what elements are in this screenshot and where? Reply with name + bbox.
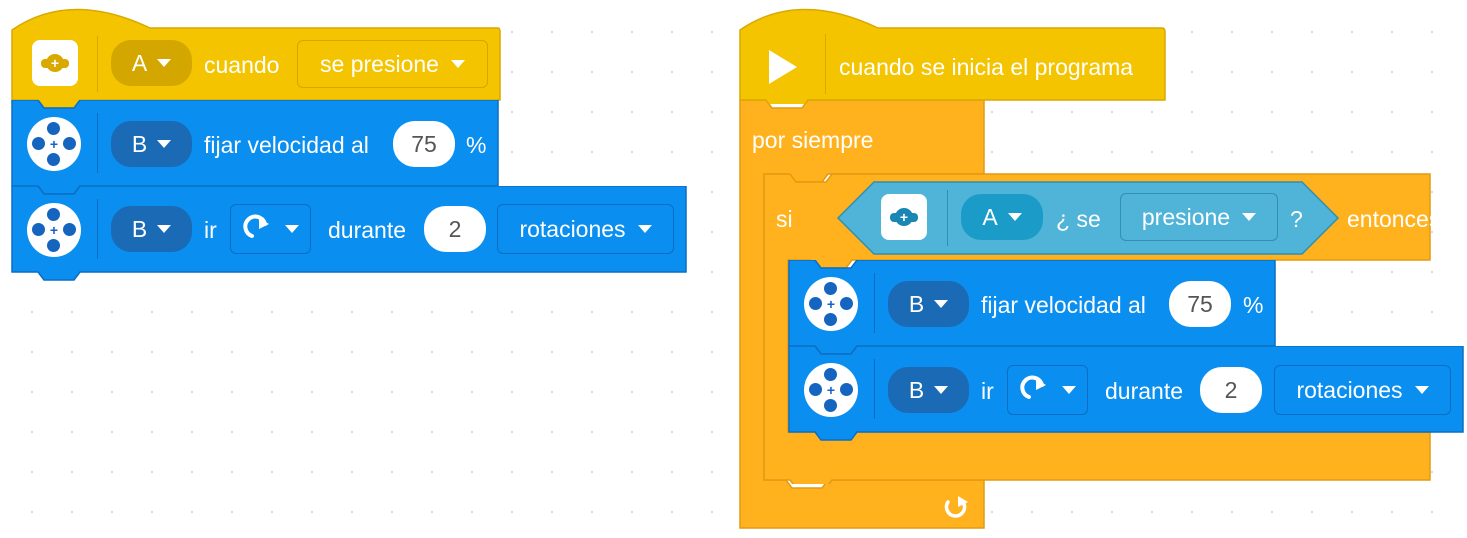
speed-input[interactable]: 75 <box>1169 281 1231 327</box>
port-label: A <box>982 203 998 230</box>
divider <box>97 36 98 92</box>
motor-icon: + <box>804 363 858 417</box>
divider <box>825 34 826 94</box>
port-label: B <box>131 130 148 157</box>
si-label: si <box>776 206 793 232</box>
port-label: B <box>908 290 925 317</box>
unit-label: rotaciones <box>1296 376 1403 403</box>
chevron-down-icon <box>1007 213 1022 221</box>
motor-icon: + <box>27 203 81 257</box>
chevron-down-icon <box>1061 386 1076 394</box>
port-selector[interactable]: A <box>111 40 192 86</box>
start-label: cuando se inicia el programa <box>839 54 1134 80</box>
chevron-down-icon <box>450 60 465 68</box>
divider <box>947 190 948 246</box>
condition-dropdown[interactable]: se presione <box>297 40 488 88</box>
start-hat-shape <box>739 8 1166 104</box>
cuando-label: cuando <box>204 52 280 78</box>
chevron-down-icon <box>157 140 172 148</box>
chevron-down-icon <box>934 386 949 394</box>
force-sensor-icon: + <box>32 40 78 86</box>
chevron-down-icon <box>934 300 949 308</box>
chevron-down-icon <box>284 225 299 233</box>
port-label: B <box>908 376 925 403</box>
port-label: B <box>131 215 148 242</box>
amount-input[interactable]: 2 <box>424 206 486 252</box>
svg-text:+: + <box>51 55 59 71</box>
amount-input[interactable]: 2 <box>1200 367 1262 413</box>
port-selector[interactable]: A <box>961 194 1043 240</box>
motor-icon: + <box>804 277 858 331</box>
divider <box>874 359 875 419</box>
svg-text:+: + <box>900 209 908 225</box>
clockwise-arrow-icon <box>242 214 269 238</box>
percent-label: % <box>1243 292 1264 318</box>
direction-dropdown[interactable] <box>230 204 311 254</box>
divider <box>97 113 98 173</box>
unit-dropdown[interactable]: rotaciones <box>497 204 674 254</box>
port-selector[interactable]: B <box>888 281 969 327</box>
unit-label: rotaciones <box>519 215 626 242</box>
chevron-down-icon <box>1242 213 1257 221</box>
port-selector[interactable]: B <box>888 367 969 413</box>
se-label: ¿ se <box>1056 206 1101 232</box>
speed-input[interactable]: 75 <box>393 121 455 167</box>
ir-label: ir <box>981 378 994 404</box>
loop-arrow-icon <box>944 496 968 518</box>
port-selector[interactable]: B <box>111 121 192 167</box>
motor-icon: + <box>27 117 81 171</box>
durante-label: durante <box>328 217 407 243</box>
set-speed-label: fijar velocidad al <box>204 132 369 158</box>
condition-dropdown[interactable]: presione <box>1120 193 1278 241</box>
question-mark-label: ? <box>1290 206 1303 232</box>
durante-label: durante <box>1105 378 1184 404</box>
clockwise-arrow-icon <box>1019 375 1046 399</box>
port-label: A <box>131 49 148 76</box>
force-sensor-icon: + <box>881 194 927 240</box>
port-selector[interactable]: B <box>111 206 192 252</box>
percent-label: % <box>466 132 487 158</box>
ir-label: ir <box>204 217 217 243</box>
forever-label: por siempre <box>752 127 874 153</box>
unit-dropdown[interactable]: rotaciones <box>1274 365 1451 415</box>
chevron-down-icon <box>1414 386 1429 394</box>
chevron-down-icon <box>157 59 172 67</box>
condition-label: presione <box>1141 203 1231 230</box>
set-speed-label: fijar velocidad al <box>981 292 1146 318</box>
divider <box>874 273 875 333</box>
direction-dropdown[interactable] <box>1007 365 1088 415</box>
chevron-down-icon <box>157 225 172 233</box>
condition-label: se presione <box>320 50 439 77</box>
chevron-down-icon <box>637 225 652 233</box>
entonces-label: entonces <box>1347 206 1441 232</box>
play-icon <box>769 50 797 84</box>
divider <box>97 199 98 259</box>
